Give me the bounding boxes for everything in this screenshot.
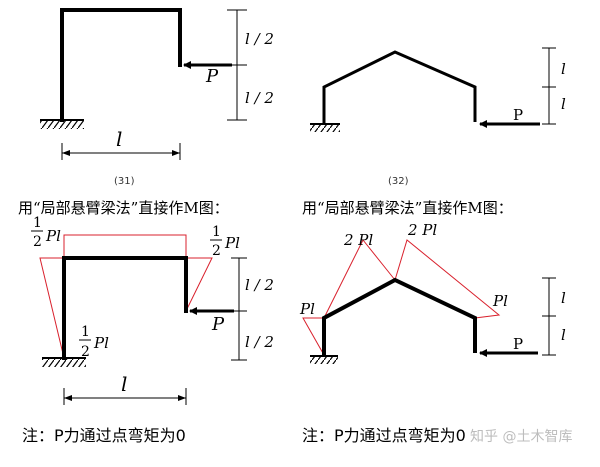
m31-half-length-label-bottom: l / 2 <box>245 333 274 351</box>
fig32-segment-label-top: l <box>561 60 566 78</box>
m32-label-2pl-left: 2 Pl <box>343 231 373 249</box>
fig31-fixed-support <box>40 119 84 129</box>
svg-text:Pl: Pl <box>93 334 109 352</box>
fig31-half-length-label-bottom: l / 2 <box>245 89 274 107</box>
fig32-fixed-support <box>310 123 340 132</box>
m32-load-label: P <box>513 335 523 353</box>
figure-32: P l l (32) <box>310 47 566 187</box>
moment-diagram-31: P 1 2 Pl 1 2 Pl 1 2 Pl l / 2 l / 2 <box>31 215 274 405</box>
caption-left: 用“局部悬臂梁法”直接作M图： <box>18 199 229 217</box>
m31-length-label: l <box>121 372 127 396</box>
m32-segment-label-bottom: l <box>561 326 566 344</box>
m31-label-top-right: 1 2 Pl <box>210 224 240 259</box>
m32-vertical-dimension <box>542 277 556 356</box>
m31-half-length-label-top: l / 2 <box>245 276 274 294</box>
moment-diagram-32: P 2 Pl 2 Pl Pl Pl l l <box>299 221 566 364</box>
fig32-vertical-dimension <box>542 47 556 125</box>
m31-fixed-support <box>42 357 86 367</box>
svg-text:Pl: Pl <box>224 234 240 252</box>
svg-text:1: 1 <box>33 215 42 231</box>
m32-red-diagram <box>302 239 501 356</box>
svg-text:2: 2 <box>81 344 90 360</box>
fig31-number: (31) <box>114 176 135 187</box>
svg-text:Pl: Pl <box>45 227 61 245</box>
watermark: 知乎 @土木智库 <box>470 428 572 445</box>
svg-text:2: 2 <box>33 234 42 250</box>
note-right: 注：P力通过点弯矩为0 <box>302 426 466 445</box>
fig32-load-label: P <box>513 106 523 124</box>
m32-label-2pl-right: 2 Pl <box>407 221 437 239</box>
fig31-vertical-dimension <box>227 9 247 121</box>
note-left: 注：P力通过点弯矩为0 <box>22 426 186 445</box>
m32-label-pl-right: Pl <box>492 292 508 310</box>
figure-31: P l / 2 l / 2 l (31) <box>40 8 274 187</box>
fig31-horizontal-dimension <box>61 143 181 160</box>
m31-horizontal-dimension <box>63 388 187 405</box>
m31-label-bottom-left: 1 2 Pl <box>79 324 109 360</box>
fig32-segment-label-bottom: l <box>561 95 566 113</box>
m31-label-top-left: 1 2 Pl <box>31 215 61 250</box>
svg-text:2: 2 <box>212 243 221 259</box>
svg-text:1: 1 <box>212 224 221 240</box>
m32-segment-label-top: l <box>561 289 566 307</box>
fig31-length-label: l <box>116 127 122 151</box>
caption-right: 用“局部悬臂梁法”直接作M图： <box>302 199 513 217</box>
m32-label-pl-left: Pl <box>299 300 315 318</box>
fig31-load-label: P <box>205 66 219 87</box>
fig31-half-length-label-top: l / 2 <box>245 30 274 48</box>
m31-vertical-dimension <box>231 257 247 361</box>
m31-load-label: P <box>211 314 225 335</box>
svg-text:1: 1 <box>81 324 90 340</box>
fig31-frame <box>60 8 182 122</box>
m32-fixed-support <box>310 355 338 364</box>
fig32-number: (32) <box>388 176 409 187</box>
